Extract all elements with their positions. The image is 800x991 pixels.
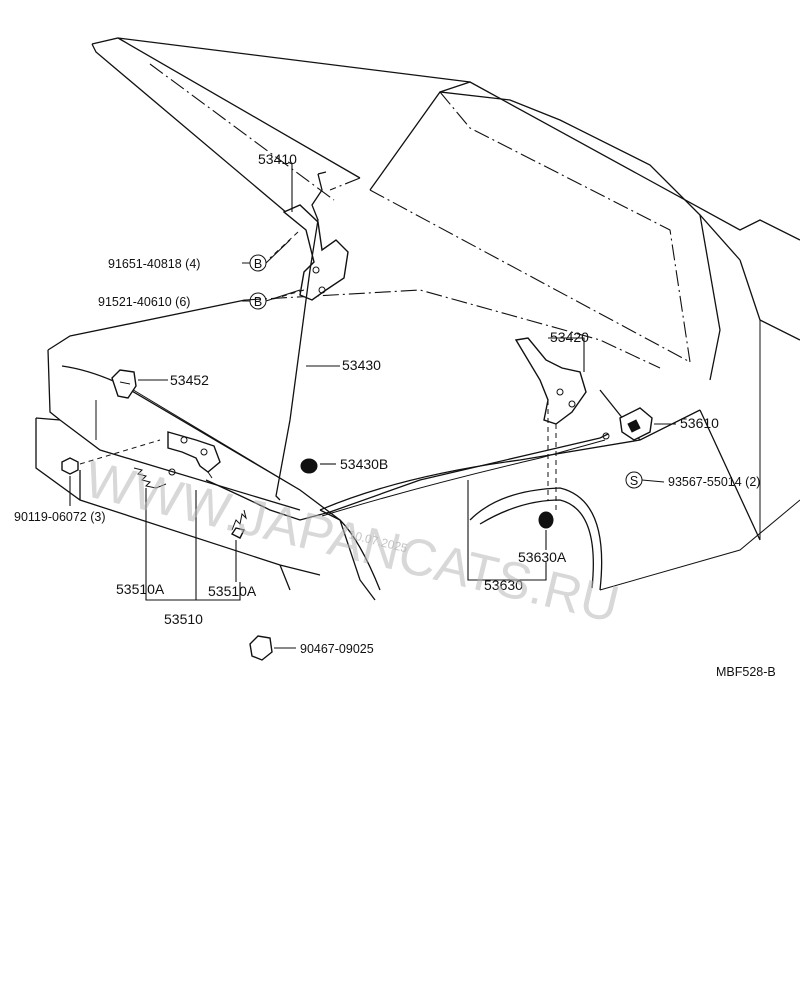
cabin-roof [439,81,800,241]
release-cable [205,432,610,521]
hood-panel [91,37,471,225]
cable-grommet-53630A [538,511,554,529]
grille-panel [95,387,301,491]
part-label-91521-40610: 91521-40610 (6) [98,295,190,309]
hood-lock-spring [133,467,176,489]
part-label-53420: 53420 [550,329,589,345]
part-label-53410: 53410 [258,151,297,167]
part-label-53452: 53452 [170,372,209,388]
cable-clamp-90467 [249,635,273,661]
part-label-53430B: 53430B [340,456,388,472]
bolt-symbol-B-1-label: B [254,257,262,271]
door-line [599,320,800,591]
front-bumper [35,417,321,576]
vehicle-body-outline [35,37,800,601]
bolt-symbol-B-1: B [249,254,267,272]
part-label-53630A: 53630A [518,549,567,565]
fender-side [319,509,381,601]
diagram-code: MBF528-B [716,665,776,679]
part-label-53430: 53430 [342,357,381,373]
part-label-53510: 53510 [164,611,203,627]
watermark-text: WWW.JAPANCATS.RU [79,450,624,634]
hood-support-rod [275,171,327,501]
part-label-53610: 53610 [680,415,719,431]
hood-hinge-right [514,337,587,512]
part-label-93567-55014: 93567-55014 (2) [668,475,760,489]
hood-lock-spring-2 [230,509,247,539]
part-label-91651-40818: 91651-40818 (4) [108,257,200,271]
part-label-53510A-right: 53510A [208,583,257,599]
release-lever-53610 [619,407,653,441]
part-label-53630: 53630 [484,577,523,593]
hood-panel-edge [149,63,361,201]
fender-top [319,409,701,511]
front-fascia-top [47,299,246,421]
wheel-arch [469,487,603,591]
a-pillar [699,214,800,381]
leader-lines [69,161,676,649]
fender-rear [599,389,761,541]
part-label-90467-09025: 90467-09025 [300,642,374,656]
bolt-symbol-B-2-label: B [254,295,262,309]
hood-bumper-53452 [111,369,137,399]
hood-stay-grommet [300,458,318,474]
bolt-symbol-B-2: B [249,292,267,310]
bumper-lower [59,419,301,591]
retainer-clip-90119 [61,439,161,475]
screw-symbol-S: S [625,471,643,489]
windshield [369,91,741,261]
cowl-line [244,289,661,369]
hood-lock-assembly [167,431,221,479]
hood-hinge-left [269,204,349,301]
windshield-inner [369,91,691,363]
part-label-53510A-left: 53510A [116,581,165,597]
screw-symbol-S-label: S [630,474,638,488]
part-label-90119-06072: 90119-06072 (3) [14,510,106,524]
